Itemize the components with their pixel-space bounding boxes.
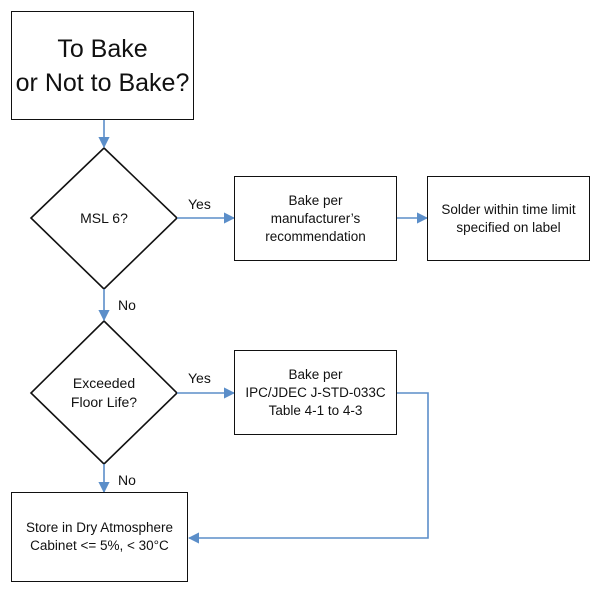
store-dry-box: Store in Dry Atmosphere Cabinet <= 5%, <… xyxy=(11,492,188,582)
store-dry-line-2: Cabinet <= 5%, < 30°C xyxy=(30,538,169,553)
label-msl-yes: Yes xyxy=(188,196,211,212)
bake-jstd-line-3: Table 4-1 to 4-3 xyxy=(268,402,363,418)
decision-floor-line-1: Exceeded xyxy=(72,375,136,391)
start-text: To Bake or Not to Bake? xyxy=(16,32,190,100)
start-line-2: or Not to Bake? xyxy=(15,68,190,97)
label-floor-yes: Yes xyxy=(188,370,211,386)
start-box: To Bake or Not to Bake? xyxy=(11,11,194,120)
solder-time-box: Solder within time limit specified on la… xyxy=(427,176,590,261)
solder-time-line-2: specified on label xyxy=(456,219,561,235)
label-floor-no: No xyxy=(118,472,136,488)
store-dry-line-1: Store in Dry Atmosphere xyxy=(25,520,174,535)
bake-jstd-line-2: IPC/JDEC J-STD-033C xyxy=(245,384,386,400)
decision-floor-line-2: Floor Life? xyxy=(70,394,138,410)
bake-manufacturer-line-3: recommendation xyxy=(265,228,366,244)
store-dry-text: Store in Dry Atmosphere Cabinet <= 5%, <… xyxy=(26,519,173,555)
bake-manufacturer-line-1: Bake per xyxy=(288,192,343,208)
decision-msl-line-1: MSL 6? xyxy=(80,209,128,226)
bake-manufacturer-text: Bake per manufacturer’s recommendation xyxy=(265,192,366,246)
bake-jstd-box: Bake per IPC/JDEC J-STD-033C Table 4-1 t… xyxy=(234,350,397,435)
decision-msl-text: MSL 6? xyxy=(46,198,162,238)
arrow-jstd-to-store xyxy=(187,392,429,544)
decision-floor-text: Exceeded Floor Life? xyxy=(46,372,162,414)
solder-time-line-1: Solder within time limit xyxy=(441,201,576,217)
bake-manufacturer-box: Bake per manufacturer’s recommendation xyxy=(234,176,397,261)
label-msl-no: No xyxy=(118,297,136,313)
bake-jstd-text: Bake per IPC/JDEC J-STD-033C Table 4-1 t… xyxy=(245,366,385,420)
bake-manufacturer-line-2: manufacturer’s xyxy=(270,210,361,226)
solder-time-text: Solder within time limit specified on la… xyxy=(441,201,575,237)
bake-jstd-line-1: Bake per xyxy=(288,366,343,382)
start-line-1: To Bake xyxy=(57,34,148,63)
